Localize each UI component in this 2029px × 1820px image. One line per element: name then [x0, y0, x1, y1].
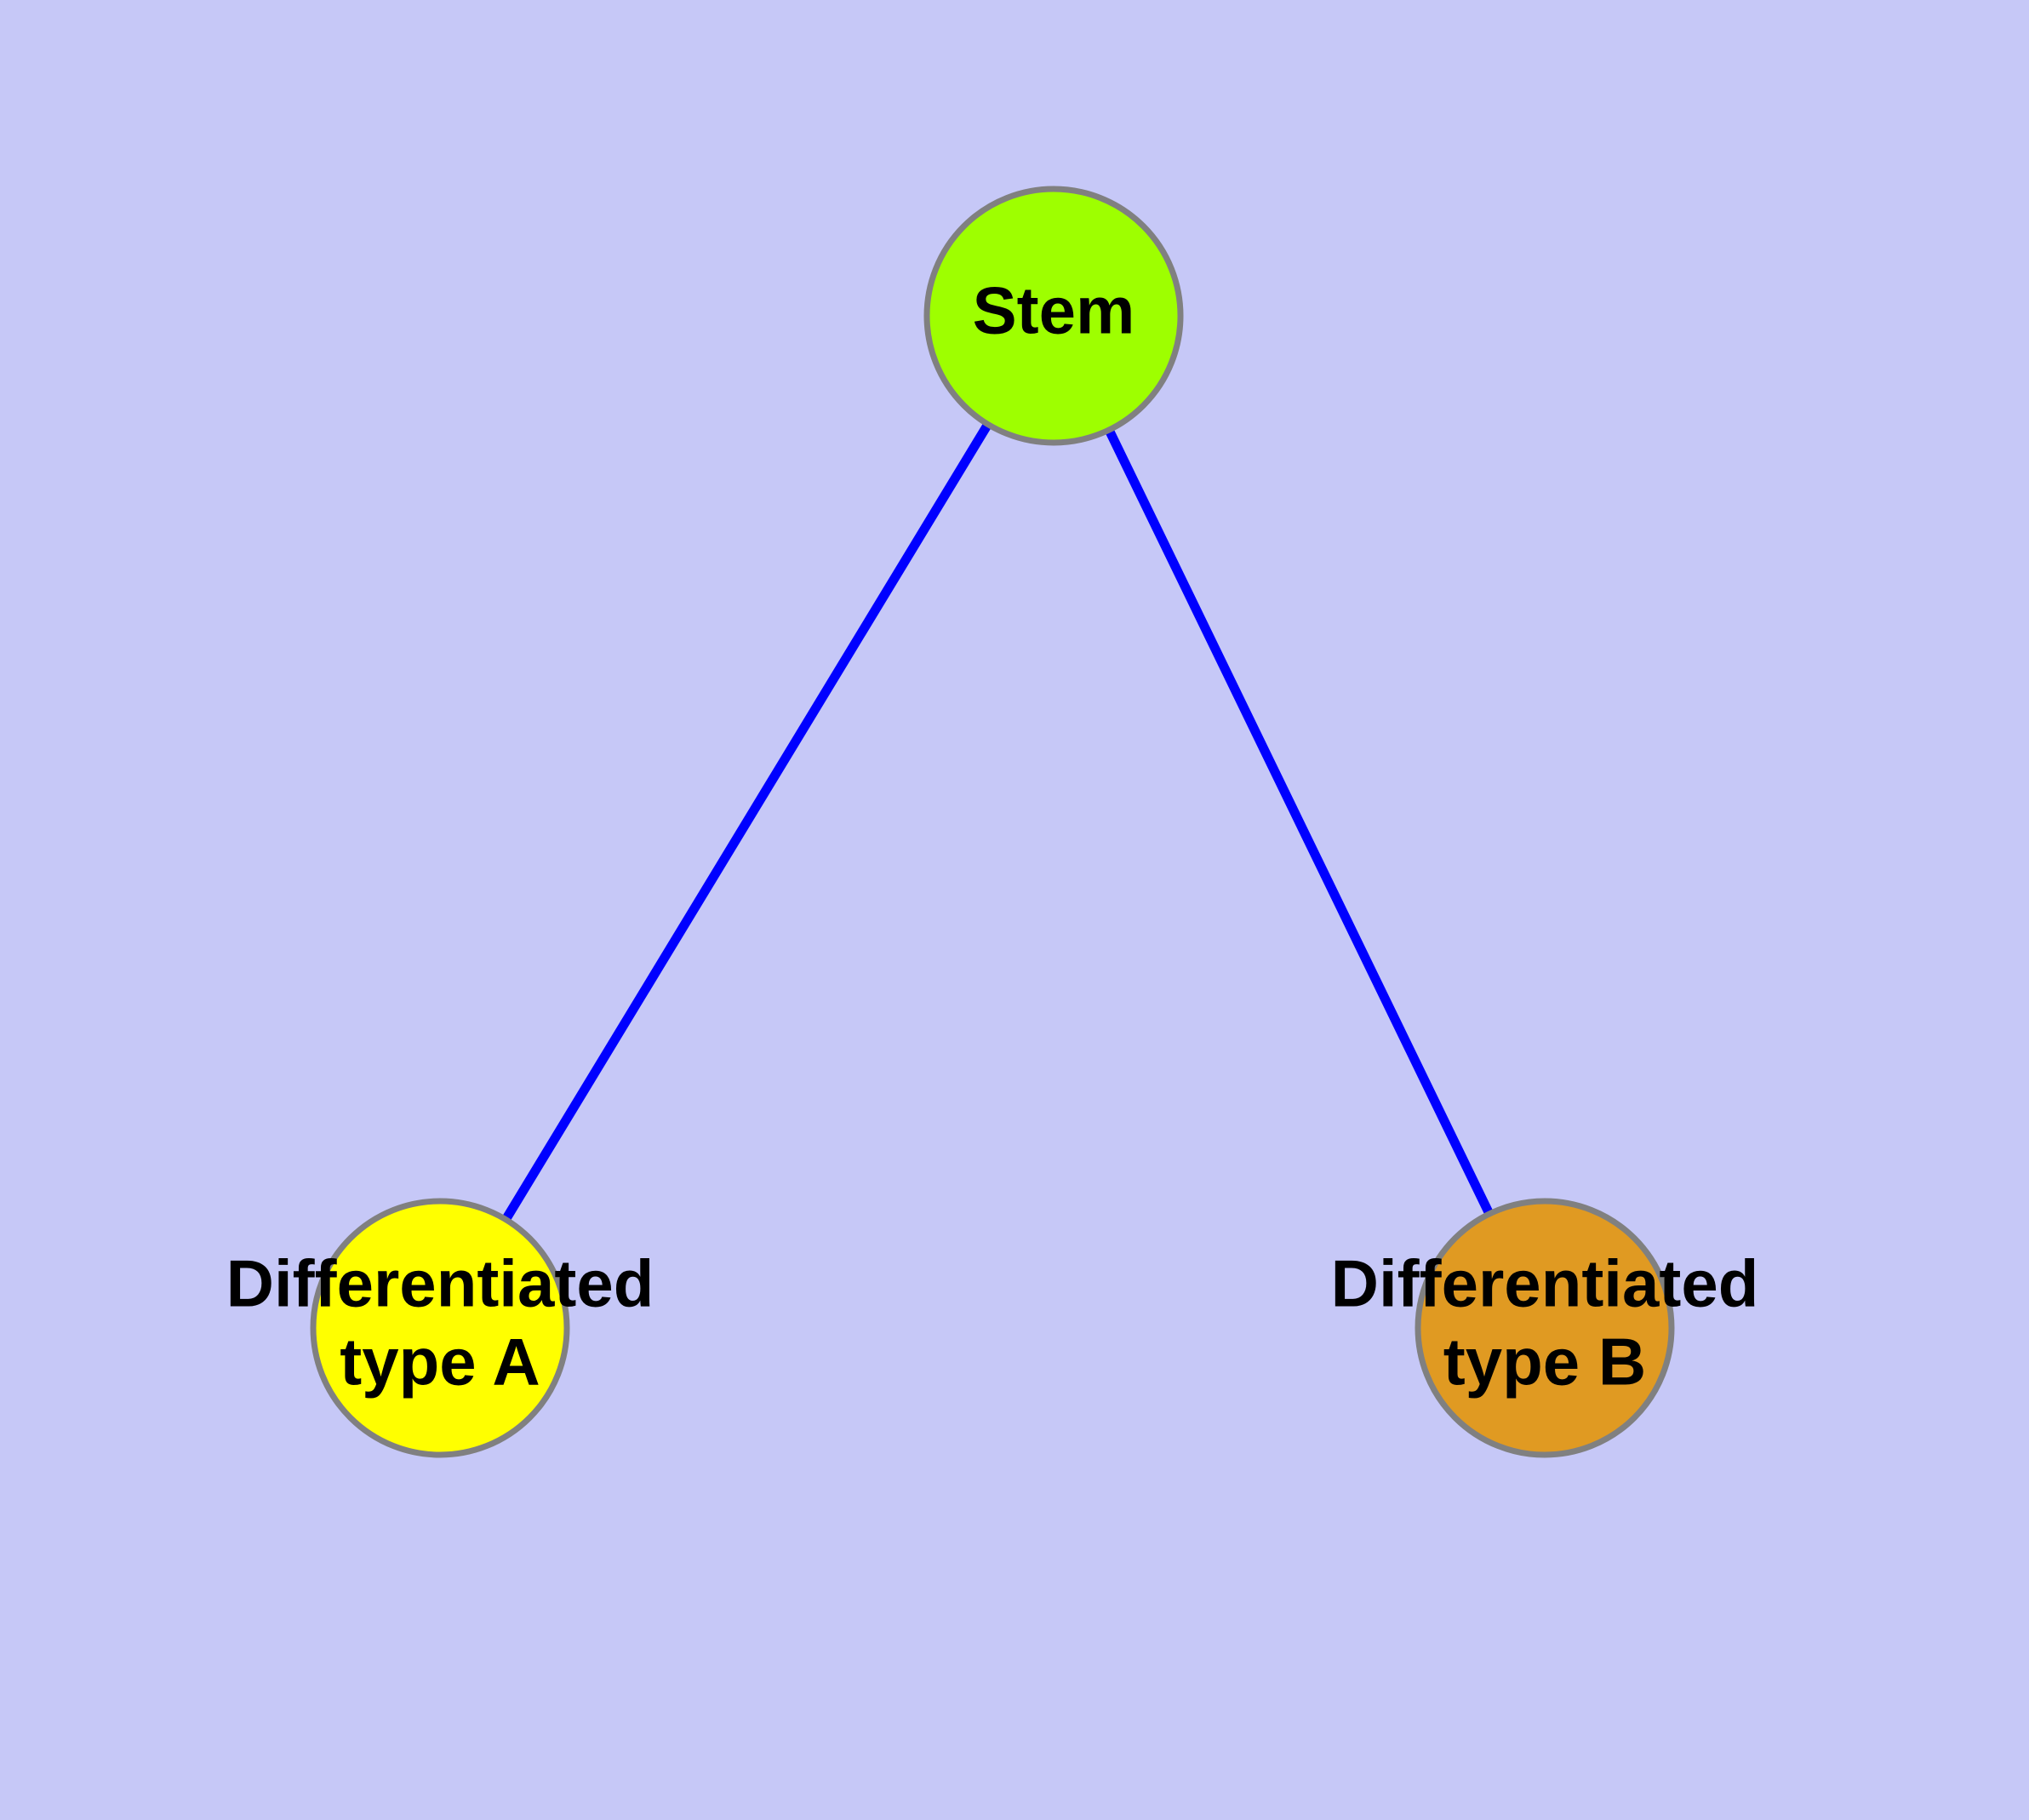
- node-stem[interactable]: [923, 186, 1184, 446]
- edges-layer: [436, 313, 1549, 1331]
- edge-stem-to-differentiated-type-a[interactable]: [436, 313, 1058, 1331]
- node-differentiated-type-b-circle[interactable]: [1415, 1198, 1675, 1458]
- node-differentiated-type-b[interactable]: [1415, 1198, 1675, 1458]
- node-stem-circle[interactable]: [923, 186, 1184, 446]
- edge-stem-to-differentiated-type-b[interactable]: [1049, 313, 1549, 1331]
- nodes-layer: [310, 186, 1675, 1458]
- node-differentiated-type-a-label-line2: type A: [340, 1325, 540, 1399]
- node-stem-label-line1: Stem: [973, 273, 1135, 348]
- labels-layer: Stem Differentiated type A Differentiate…: [226, 273, 1759, 1399]
- node-differentiated-type-b-label-line2: type B: [1443, 1325, 1646, 1399]
- node-differentiated-type-a[interactable]: [310, 1198, 570, 1458]
- node-differentiated-type-a-label-line1: Differentiated: [226, 1246, 654, 1321]
- node-differentiated-type-a-circle[interactable]: [310, 1198, 570, 1458]
- node-differentiated-type-b-label-line1: Differentiated: [1331, 1246, 1759, 1321]
